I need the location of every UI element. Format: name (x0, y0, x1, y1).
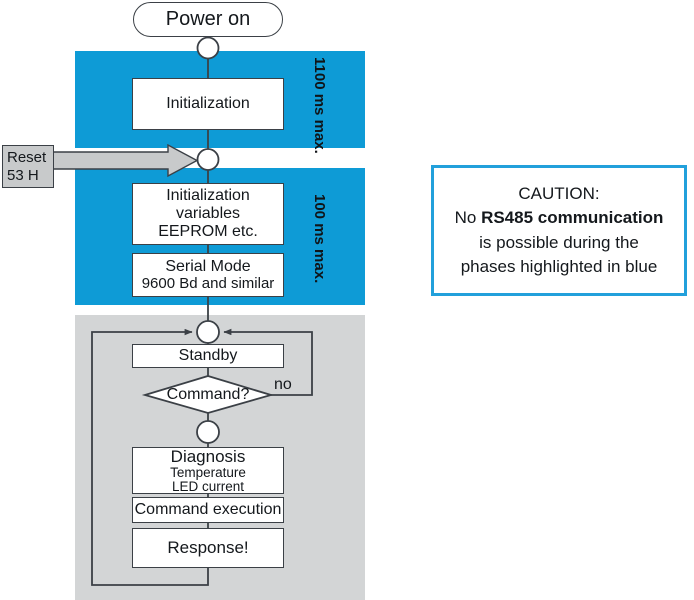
node-init-variables-line1: Initialization (166, 187, 250, 205)
node-response-label: Response! (167, 538, 249, 558)
phase-label-1100ms-line2: max. (310, 119, 328, 154)
caution-line-1: CAUTION: (518, 184, 600, 204)
node-init-variables-line2: variables (175, 205, 241, 223)
connector-circle-a (196, 36, 220, 60)
node-standby-label: Standby (178, 347, 238, 365)
phase-label-1100ms: 1100 ms max. (310, 57, 328, 154)
edge-label-no-text: no (274, 376, 292, 393)
caution-box: CAUTION: No RS485 communication is possi… (431, 165, 687, 296)
phase-label-100ms: 100 ms max. (310, 193, 328, 285)
node-serial-mode[interactable]: Serial Mode 9600 Bd and similar (132, 253, 284, 297)
node-init-variables-line3: EEPROM etc. (158, 222, 258, 240)
node-diagnosis-line2: Temperature (170, 464, 246, 480)
node-initialization-label: Initialization (166, 95, 250, 113)
connector-circle-d (196, 420, 220, 444)
reset-block-arrow (51, 143, 199, 178)
caution-line-2-prefix: No (454, 208, 482, 228)
phase-label-1100ms-line1: 1100 ms (310, 57, 328, 116)
phase-label-100ms-line2: max. (310, 249, 328, 284)
node-diagnosis-line1: Diagnosis (170, 446, 246, 466)
node-standby[interactable]: Standby (132, 344, 284, 368)
node-diagnosis[interactable]: Diagnosis Temperature LED current (132, 447, 284, 494)
decision-diamond-shape (141, 375, 275, 414)
connector-circle-c (196, 320, 220, 344)
decision-command-text: Command? (166, 386, 250, 403)
node-init-variables[interactable]: Initialization variables EEPROM etc. (132, 183, 284, 245)
decision-command-label: Command? (145, 385, 271, 405)
caution-line-4: phases highlighted in blue (460, 256, 658, 276)
node-reset-line2: 53 H (7, 166, 39, 184)
node-reset-line1: Reset (7, 149, 47, 167)
node-serial-mode-line1: Serial Mode (165, 258, 251, 276)
node-response[interactable]: Response! (132, 528, 284, 568)
connector-circle-b (196, 148, 220, 171)
node-initialization[interactable]: Initialization (132, 78, 284, 130)
phase-label-100ms-line1: 100 ms (310, 194, 328, 246)
node-command-execution[interactable]: Command execution (132, 497, 284, 523)
caution-line-2: No RS485 communication (455, 206, 664, 230)
edge-label-no: no (274, 376, 292, 394)
caution-line-3: is possible during the (479, 232, 639, 252)
node-power-on-label: Power on (165, 8, 251, 31)
edge-decision-no-loop (223, 328, 313, 396)
edge-response-loop-back (91, 328, 209, 586)
node-power-on[interactable]: Power on (133, 2, 283, 37)
node-serial-mode-line2: 9600 Bd and similar (141, 275, 275, 293)
node-diagnosis-line3: LED current (171, 479, 245, 495)
node-reset[interactable]: Reset 53 H (2, 145, 54, 188)
caution-line-2-bold: RS485 communication (481, 208, 664, 228)
node-command-execution-label: Command execution (134, 501, 282, 519)
